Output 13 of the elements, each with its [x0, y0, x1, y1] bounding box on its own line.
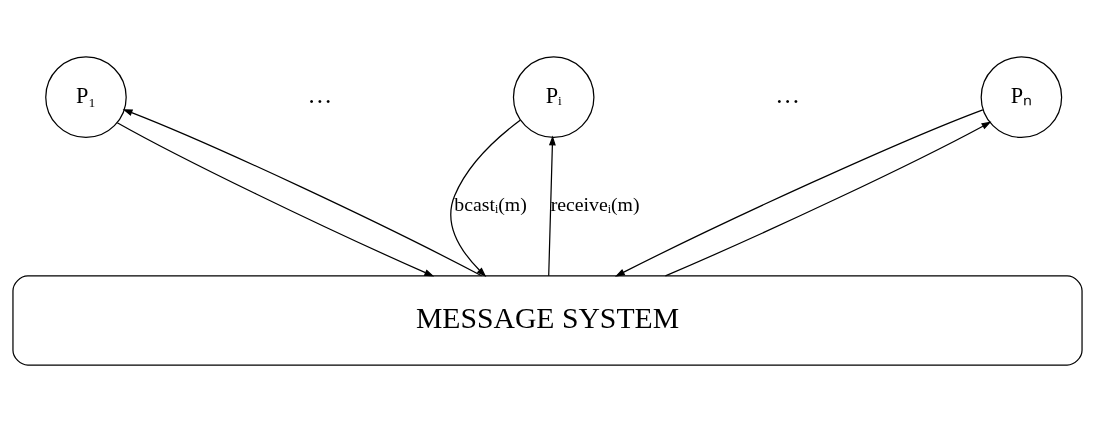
- arrow: [450, 119, 521, 277]
- arrow: [664, 121, 992, 277]
- edge-label: receiveᵢ(m): [550, 193, 640, 216]
- label: …: [307, 81, 333, 109]
- node-circle: P₁: [45, 56, 127, 138]
- label: …: [775, 81, 800, 109]
- arrow: [122, 109, 483, 277]
- node-box: MESSAGE SYSTEM: [12, 275, 1083, 366]
- arrow: [614, 109, 984, 277]
- arrow: [116, 122, 435, 277]
- node-circle: Pᵢ: [512, 56, 595, 138]
- arrow: [548, 135, 556, 277]
- edge-label: bcastᵢ(m): [454, 193, 527, 216]
